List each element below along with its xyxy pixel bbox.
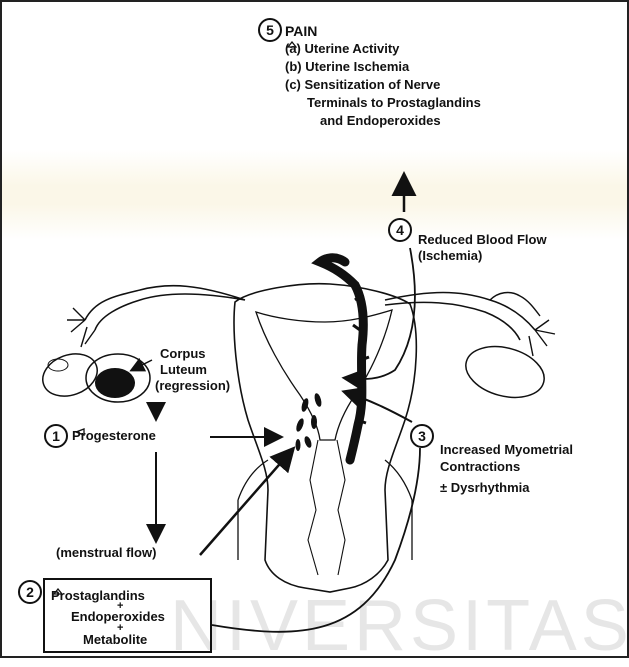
arrow-3-to-vessel [345,392,412,422]
pain-item-c-text: Sensitization of Nerve [305,77,441,92]
pain-item-c-cont1: Terminals to Prostaglandins [307,95,481,111]
ischemia-label: (Ischemia) [418,248,482,264]
step-3-number: 3 [410,424,434,448]
prostaglandins-line: Prostaglandins [51,588,145,604]
pain-item-c-cont2: and Endoperoxides [320,113,441,129]
regression-label: (regression) [155,378,230,394]
menstrual-flow-label: (menstrual flow) [56,545,156,561]
menstrual-debris [295,392,323,451]
open-triangle-icon [287,41,297,49]
contractions-label: Contractions [440,459,520,475]
curve-2-to-3 [212,448,420,632]
right-ovary [460,338,550,405]
arrow-menstrual-to-uterus [200,450,292,555]
step-2-number: 2 [18,580,42,604]
left-fimbriae [67,308,95,347]
open-triangle-icon [74,428,86,436]
left-fallopian-tube [85,286,245,330]
pain-title: PAIN [285,23,317,39]
step-1-number: 1 [44,424,68,448]
step-4-number: 4 [388,218,412,242]
right-fallopian-tube [385,293,535,341]
open-triangle-icon [53,588,63,596]
progesterone-label: Progesterone [72,428,156,444]
prostaglandins-text: Prostaglandins [51,588,145,603]
pain-item-b: (b) Uterine Ischemia [285,59,409,75]
step-5-number: 5 [258,18,282,42]
pain-item-b-text: Uterine Ischemia [305,59,409,74]
reduced-blood-flow-label: Reduced Blood Flow [418,232,547,248]
cervical-canal [308,440,345,575]
pain-item-a-text: Uterine Activity [305,41,400,56]
pain-item-a: (a) Uterine Activity [285,41,399,57]
pain-item-c: (c) Sensitization of Nerve [285,77,440,93]
uterine-vessel [320,258,363,460]
left-ovary [37,347,103,404]
corpus-label: Corpus [160,346,206,362]
metabolite-text: Metabolite [83,632,147,648]
pain-item-b-marker: (b) [285,59,302,74]
right-fimbriae [529,320,555,356]
pain-item-c-marker: (c) [285,77,301,92]
luteum-label: Luteum [160,362,207,378]
uterine-cavity [256,310,392,440]
prostaglandins-box: Prostaglandins + Endoperoxides + Metabol… [43,578,212,653]
myometrial-label: Increased Myometrial [440,442,573,458]
dysrhythmia-label: ± Dysrhythmia [440,480,530,496]
